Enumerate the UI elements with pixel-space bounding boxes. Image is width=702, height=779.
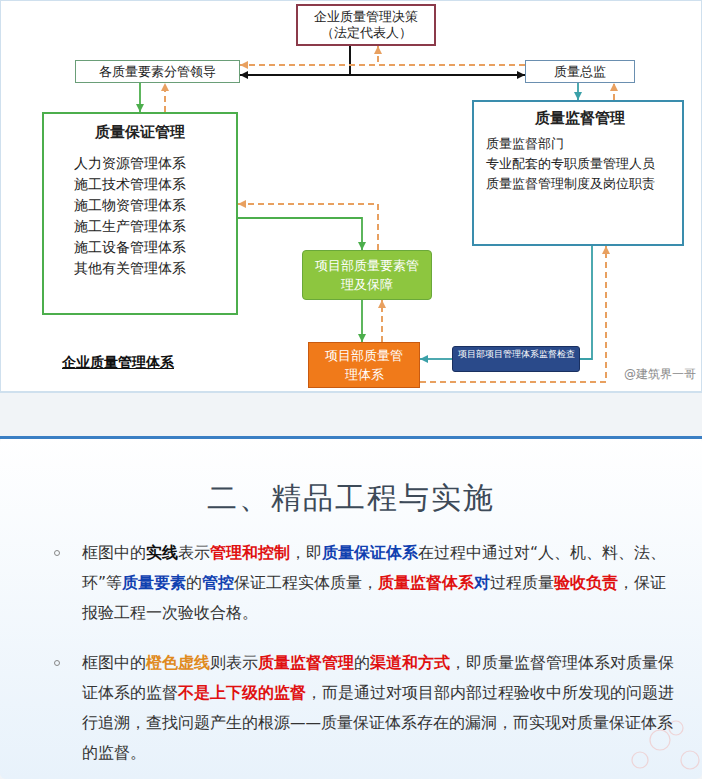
box-text: 专业配套的专职质量管理人员 <box>486 154 674 174</box>
box-text: 项目部质量管理体系 <box>323 346 405 384</box>
slide-top-band <box>0 436 702 439</box>
decision-box: 企业质量管理决策 （法定代表人） <box>296 4 436 46</box>
arrow-head <box>374 46 382 54</box>
emphasis-text: 管理和控制 <box>210 544 290 562</box>
arrow-head <box>238 200 246 208</box>
box-text: 质量总监 <box>530 63 630 80</box>
emphasis-text: 不是上下级的监督 <box>178 684 306 702</box>
arrow-head <box>420 355 428 363</box>
box-text: 施工设备管理体系 <box>74 237 228 258</box>
box-text: 施工技术管理体系 <box>74 174 228 195</box>
arrow-head <box>240 61 248 69</box>
body-text: 则表示 <box>210 654 258 672</box>
slide-panel <box>0 436 702 779</box>
diagram-caption: 企业质量管理体系 <box>62 354 174 372</box>
body-text: 保证工程实体质量， <box>234 574 378 592</box>
director-box: 质量总监 <box>525 60 635 83</box>
bullet-paragraph: 框图中的实线表示管理和控制，即质量保证体系在过程中通过对“人、机、料、法、环”等… <box>82 538 674 628</box>
leader-box: 各质量要素分管领导 <box>75 60 240 83</box>
emphasis-text: 质量要素 <box>122 574 186 592</box>
slide-title: 二、精品工程与实施 <box>0 478 702 519</box>
bullet-mark <box>55 661 60 666</box>
bullet-paragraph: 框图中的橙色虚线则表示质量监督管理的渠道和方式，即质量监督管理体系对质量保证体系… <box>82 648 674 768</box>
body-text: 的 <box>186 574 202 592</box>
body-text: ，即 <box>290 544 322 562</box>
box-text: 各质量要素分管领导 <box>80 63 235 80</box>
box-text: 项目部质量要素管理及保障 <box>311 256 423 294</box>
arrow-head <box>378 300 386 308</box>
top-panel <box>0 0 702 392</box>
arrow-head <box>574 92 582 100</box>
box-text: 质量监督部门 <box>486 134 674 154</box>
body-text: 过程质量 <box>490 574 554 592</box>
box-text: 施工物资管理体系 <box>74 195 228 216</box>
arrow-head <box>358 242 366 250</box>
arrow-head <box>610 83 618 91</box>
solid-connector <box>580 246 592 359</box>
arrow-head <box>517 71 525 79</box>
dashed-connector <box>378 46 525 65</box>
box-text: 项目部项目管理体系监督检查 <box>457 349 575 360</box>
arrow-head <box>358 334 366 342</box>
body-text: 框图中的 <box>82 654 146 672</box>
dashed-connector <box>420 246 606 382</box>
emphasis-text: 质量监督管理 <box>258 654 354 672</box>
emphasis-text: 橙色虚线 <box>146 654 210 672</box>
box-text: 施工生产管理体系 <box>74 216 228 237</box>
supervision-box: 质量监督管理质量监督部门专业配套的专职质量管理人员质量监督管理制度及岗位职责 <box>472 100 684 246</box>
dashed-connector <box>240 64 525 66</box>
box-heading: 质量保证管理 <box>52 122 228 143</box>
assurance-box: 质量保证管理人力资源管理体系施工技术管理体系施工物资管理体系施工生产管理体系施工… <box>42 112 238 315</box>
bullet-mark <box>55 551 60 556</box>
project-element-box: 项目部质量要素管理及保障 <box>302 250 432 300</box>
emphasis-text: 质量监督体系 <box>378 574 474 592</box>
emphasis-text: 管控 <box>202 574 234 592</box>
solid-connector <box>240 46 350 75</box>
box-heading: 质量监督管理 <box>486 108 674 128</box>
emphasis-text: 实线 <box>146 544 178 562</box>
arrow-head <box>161 83 169 91</box>
solid-connector <box>350 46 525 75</box>
solid-connector <box>238 218 362 250</box>
project-quality-box: 项目部质量管理体系 <box>308 342 420 388</box>
box-text: 其他有关管理体系 <box>74 258 228 279</box>
arrow-head <box>136 104 144 112</box>
arrow-head <box>240 71 248 79</box>
emphasis-text: 验收负责 <box>554 574 618 592</box>
dashed-connector <box>238 204 378 250</box>
body-text: 表示 <box>178 544 210 562</box>
inspection-box: 项目部项目管理体系监督检查 <box>452 346 580 372</box>
emphasis-text: 渠道和方式 <box>370 654 450 672</box>
arrow-head <box>602 246 610 254</box>
watermark: @建筑界一哥 <box>624 366 696 383</box>
emphasis-text: 对 <box>474 574 490 592</box>
body-text: 的 <box>354 654 370 672</box>
box-text: 企业质量管理决策 （法定代表人） <box>304 9 428 41</box>
box-text: 人力资源管理体系 <box>74 153 228 174</box>
box-text: 质量监督管理制度及岗位职责 <box>486 174 674 194</box>
body-text: 框图中的 <box>82 544 146 562</box>
emphasis-text: 质量保证体系 <box>322 544 418 562</box>
